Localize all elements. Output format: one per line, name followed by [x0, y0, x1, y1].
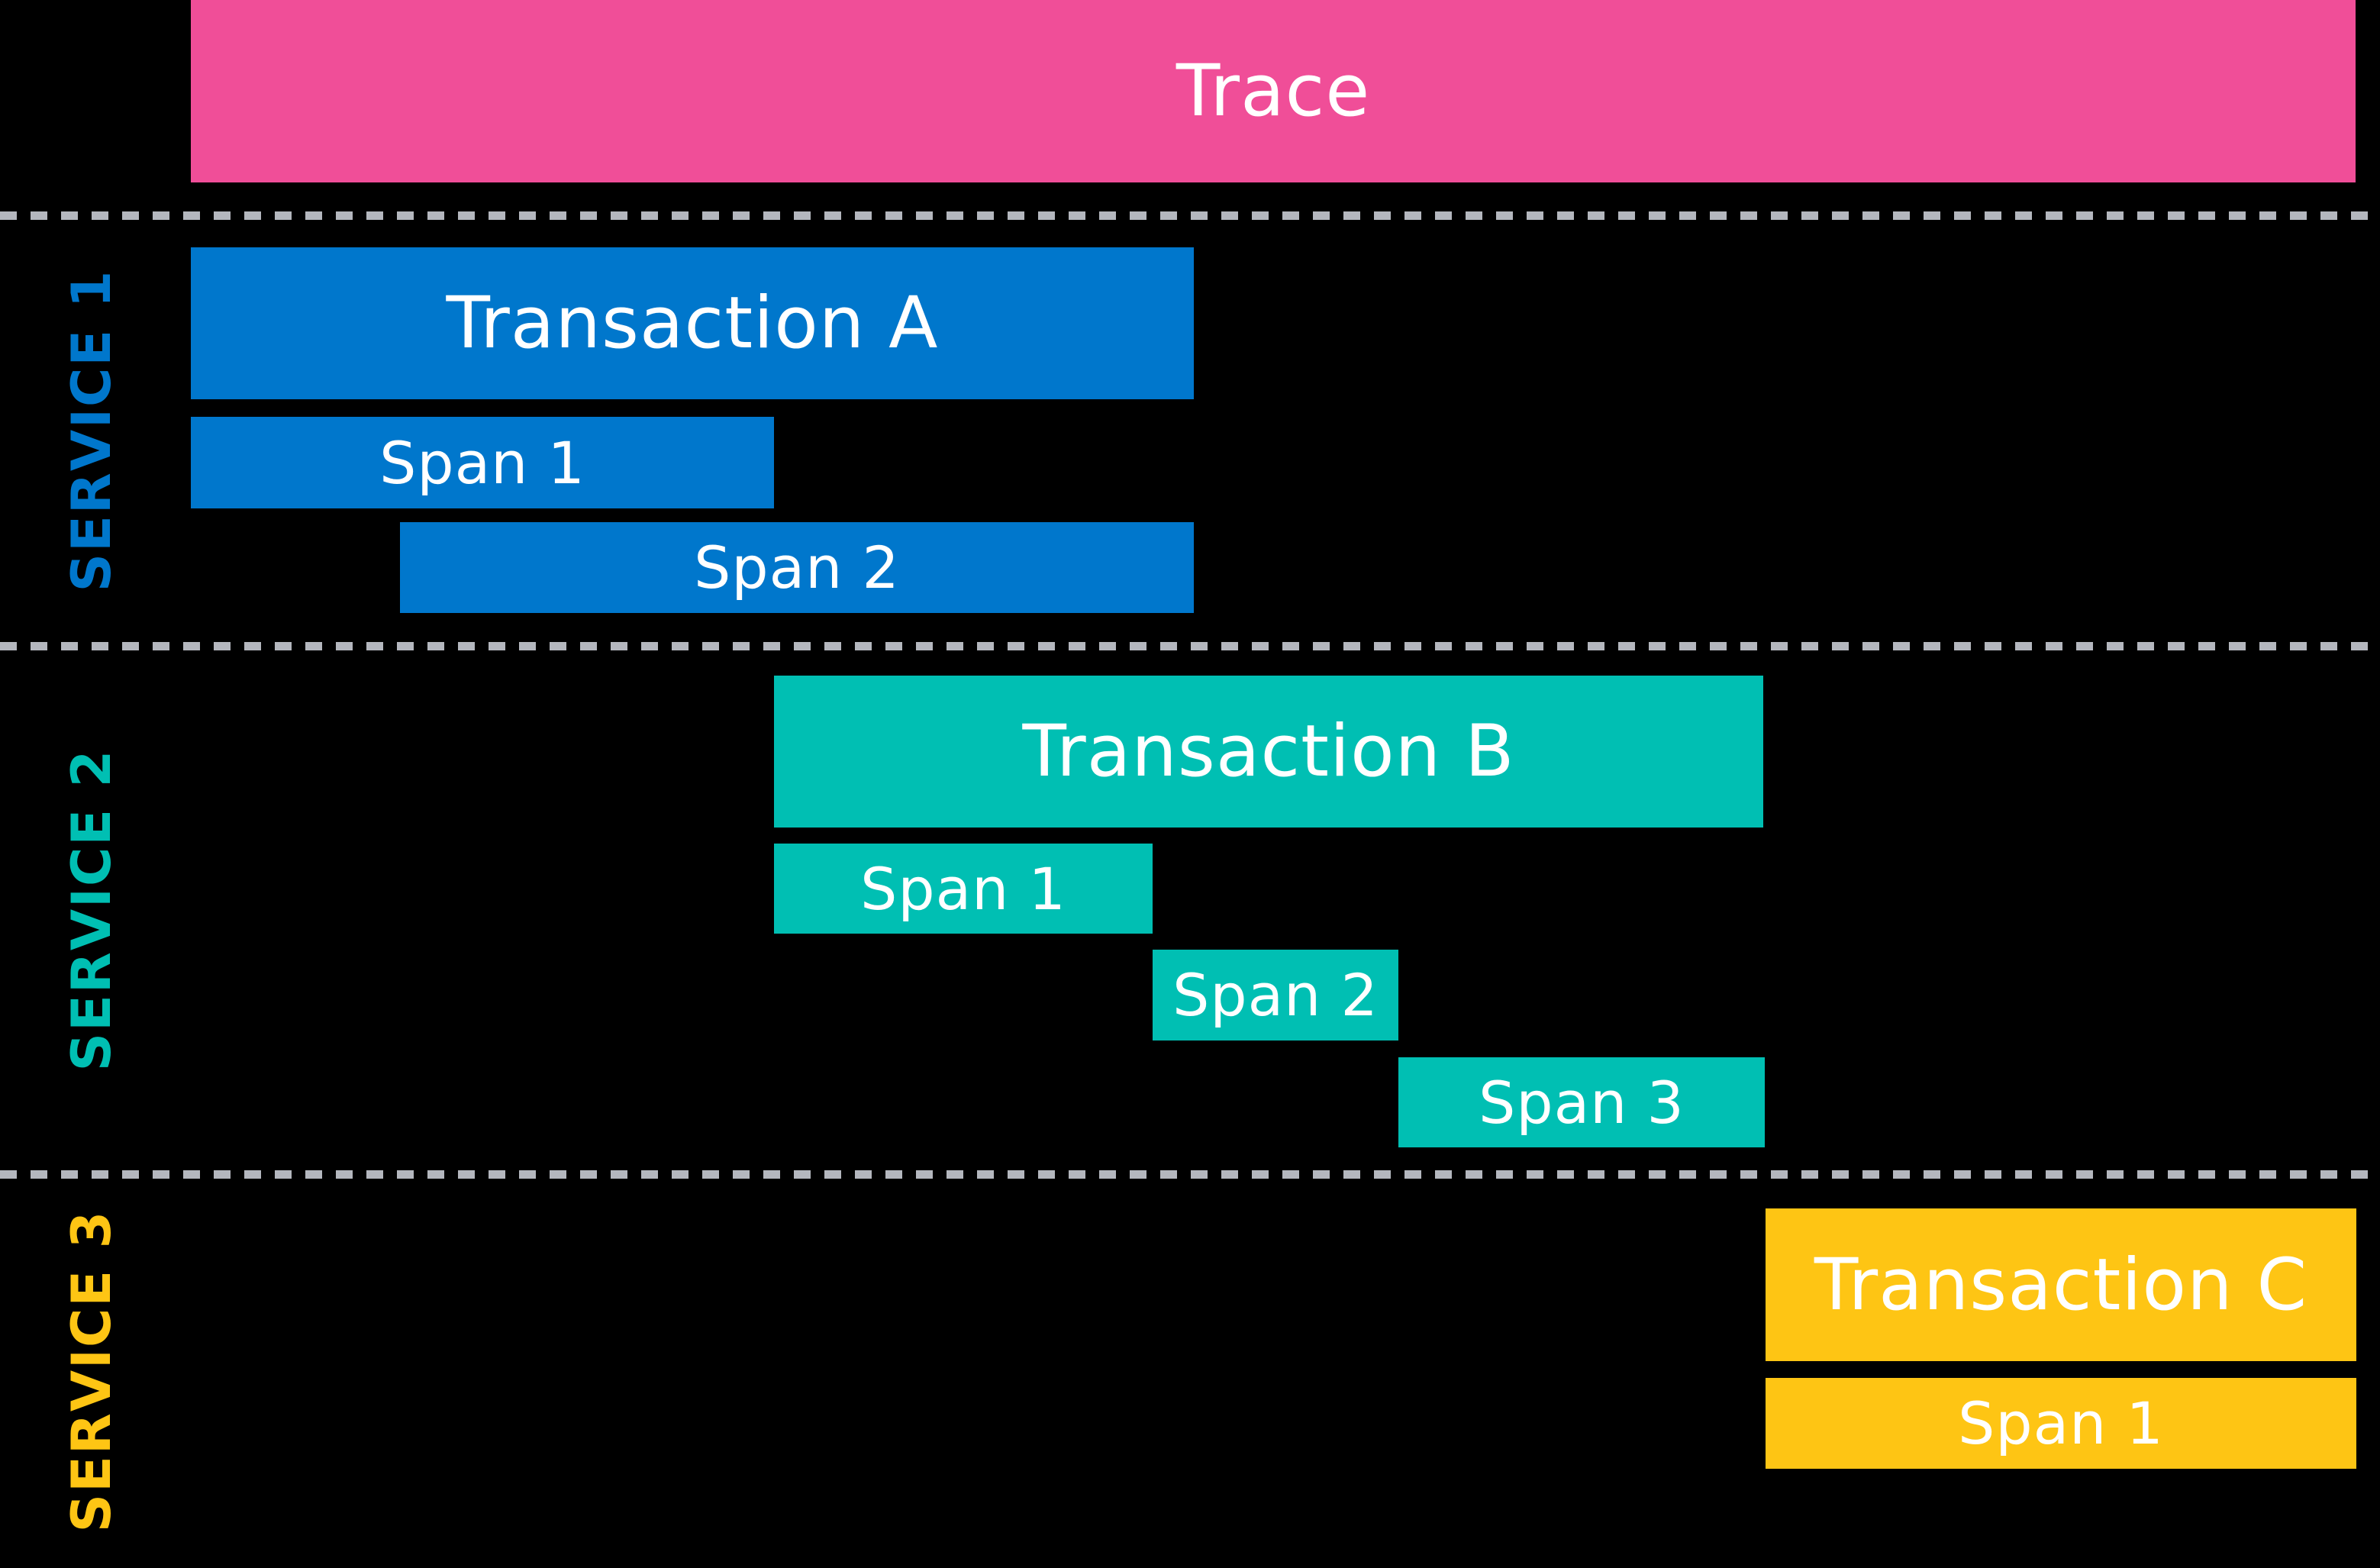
service-2-span-3-bar: Span 3	[1398, 1057, 1765, 1147]
transaction-a-bar: Transaction A	[191, 247, 1194, 399]
divider-trace-service1	[0, 211, 2380, 220]
service-2-span-2-bar: Span 2	[1153, 950, 1398, 1040]
service-3-label: SERVICE 3	[60, 1209, 123, 1533]
service-2-span-1-bar: Span 1	[774, 844, 1153, 934]
transaction-b-bar: Transaction B	[774, 676, 1763, 828]
service-1-span-2-bar: Span 2	[400, 522, 1194, 613]
service-2-label: SERVICE 2	[60, 748, 123, 1072]
divider-service2-service3	[0, 1170, 2380, 1179]
transaction-c-bar: Transaction C	[1766, 1208, 2356, 1361]
service-1-label: SERVICE 1	[60, 269, 123, 592]
service-1-span-1-bar: Span 1	[191, 417, 774, 508]
service-3-span-1-bar: Span 1	[1766, 1378, 2356, 1469]
divider-service1-service2	[0, 642, 2380, 650]
trace-bar: Trace	[191, 0, 2356, 182]
